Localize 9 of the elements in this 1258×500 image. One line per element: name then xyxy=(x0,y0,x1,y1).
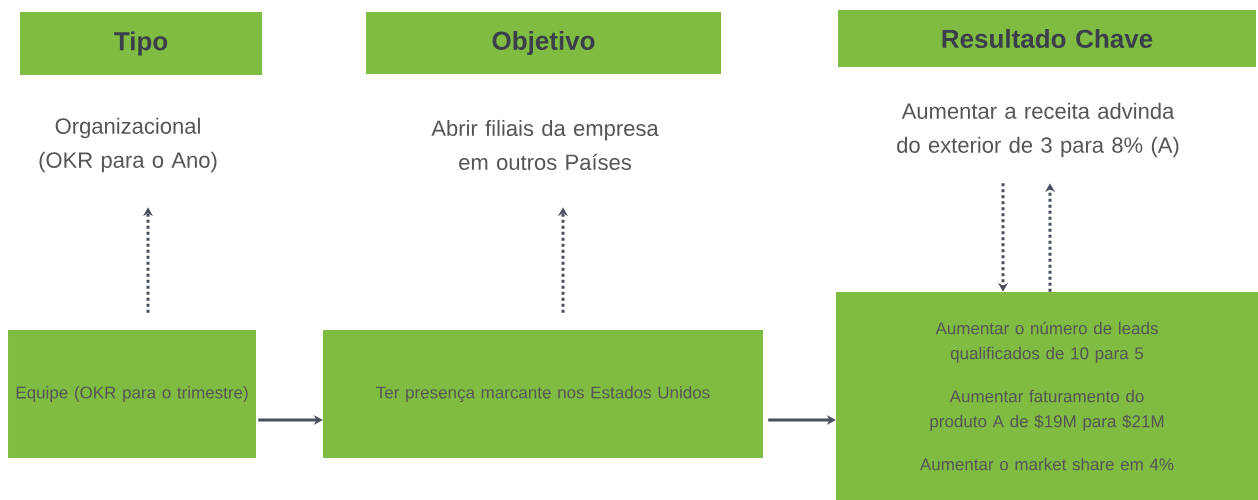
process-box: Ter presença marcante nos Estados Unidos xyxy=(323,330,763,458)
statement-text: Aumentar a receita advinda do exterior de 3 para 8% (A) xyxy=(897,102,1179,158)
process-box: Equipe (OKR para o trimestre) xyxy=(8,330,256,458)
statement-text: Abrir filiais da empresa em outros Países xyxy=(431,119,659,171)
header-box: Tipo xyxy=(20,12,262,75)
statement-text: Organizacional (OKR para o Ano) xyxy=(39,117,217,173)
header-box: Resultado Chave xyxy=(838,10,1256,67)
header-box: Objetivo xyxy=(366,12,721,74)
process-box: Aumentar o número de leads qualificados de 10 para 5 Aumentar faturamento do produto A de $19M para $21M Aumentar o market share em 4% xyxy=(836,292,1258,500)
